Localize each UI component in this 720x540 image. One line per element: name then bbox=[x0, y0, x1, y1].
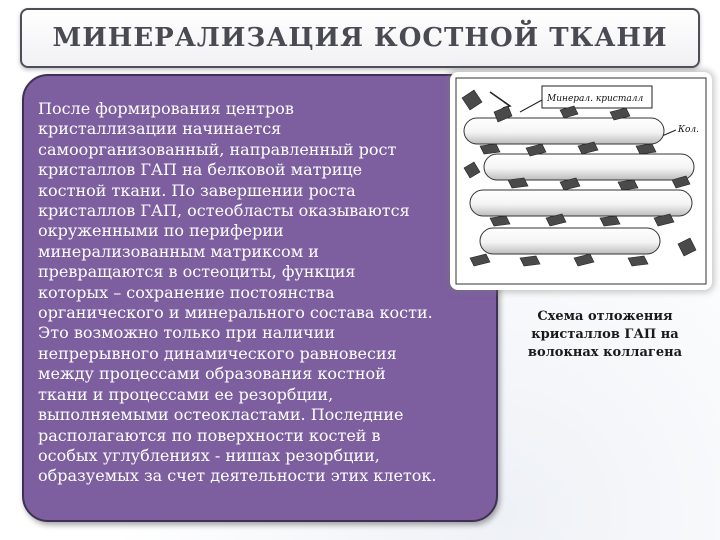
collagen-diagram-svg: Минерал. кристалл Кол. bbox=[455, 77, 707, 285]
hap-crystals bbox=[461, 89, 697, 267]
body-line: минерализованным матриксом и bbox=[38, 241, 319, 261]
caption-line: кристаллов ГАП на bbox=[531, 327, 679, 342]
collagen-fibrils bbox=[463, 117, 695, 255]
body-line: кристаллизации начинается bbox=[38, 119, 282, 139]
title-bar: МИНЕРАЛИЗАЦИЯ КОСТНОЙ ТКАНИ bbox=[20, 8, 700, 68]
caption-line: волокнах коллагена bbox=[527, 345, 683, 360]
body-line: располагаются по поверхности костей в bbox=[38, 425, 381, 445]
label-top-text: Минерал. кристалл bbox=[546, 94, 643, 104]
body-line: костной ткани. По завершении роста bbox=[38, 180, 356, 200]
body-line: Это возможно только при наличии bbox=[38, 323, 336, 343]
body-line: самоорганизованный, направленный рост bbox=[38, 139, 397, 159]
pointer-line bbox=[519, 99, 543, 113]
text-panel bbox=[22, 74, 498, 522]
slide-title: МИНЕРАЛИЗАЦИЯ КОСТНОЙ ТКАНИ bbox=[52, 23, 668, 53]
body-line: органического и минерального состава кос… bbox=[38, 303, 433, 323]
body-line: особых углублениях - нишах резорбции, bbox=[38, 445, 380, 465]
pointer-line-right bbox=[661, 129, 677, 137]
body-line: окруженными по периферии bbox=[38, 221, 284, 241]
label-right-text: Кол. bbox=[677, 125, 699, 135]
body-line: превращаются в остеоциты, функция bbox=[38, 262, 356, 282]
body-line: которых – сохранение постоянства bbox=[38, 282, 335, 302]
body-line: кристаллов ГАП, остеобласты оказываются bbox=[38, 201, 410, 221]
diagram-border bbox=[455, 77, 707, 285]
body-line: кристаллов ГАП на белковой матрице bbox=[38, 160, 363, 180]
body-line: образуемых за счет деятельности этих кле… bbox=[38, 466, 437, 486]
figure-caption: Схема отложения кристаллов ГАП на волокн… bbox=[500, 308, 710, 362]
caption-line: Схема отложения bbox=[537, 309, 673, 324]
collagen-diagram: Минерал. кристалл Кол. bbox=[450, 72, 712, 290]
body-line: непрерывного динамического равновесия bbox=[38, 343, 397, 363]
body-line: между процессами образования костной bbox=[38, 364, 386, 384]
body-line: ткани и процессами ее резорбции, bbox=[38, 384, 334, 404]
body-line: выполняемыми остеокластами. Последние bbox=[38, 405, 404, 425]
label-box bbox=[541, 85, 653, 109]
body-line: После формирования центров bbox=[38, 99, 294, 118]
body-text: После формирования центров кристаллизаци… bbox=[38, 99, 488, 487]
arrow-icon bbox=[489, 91, 512, 109]
